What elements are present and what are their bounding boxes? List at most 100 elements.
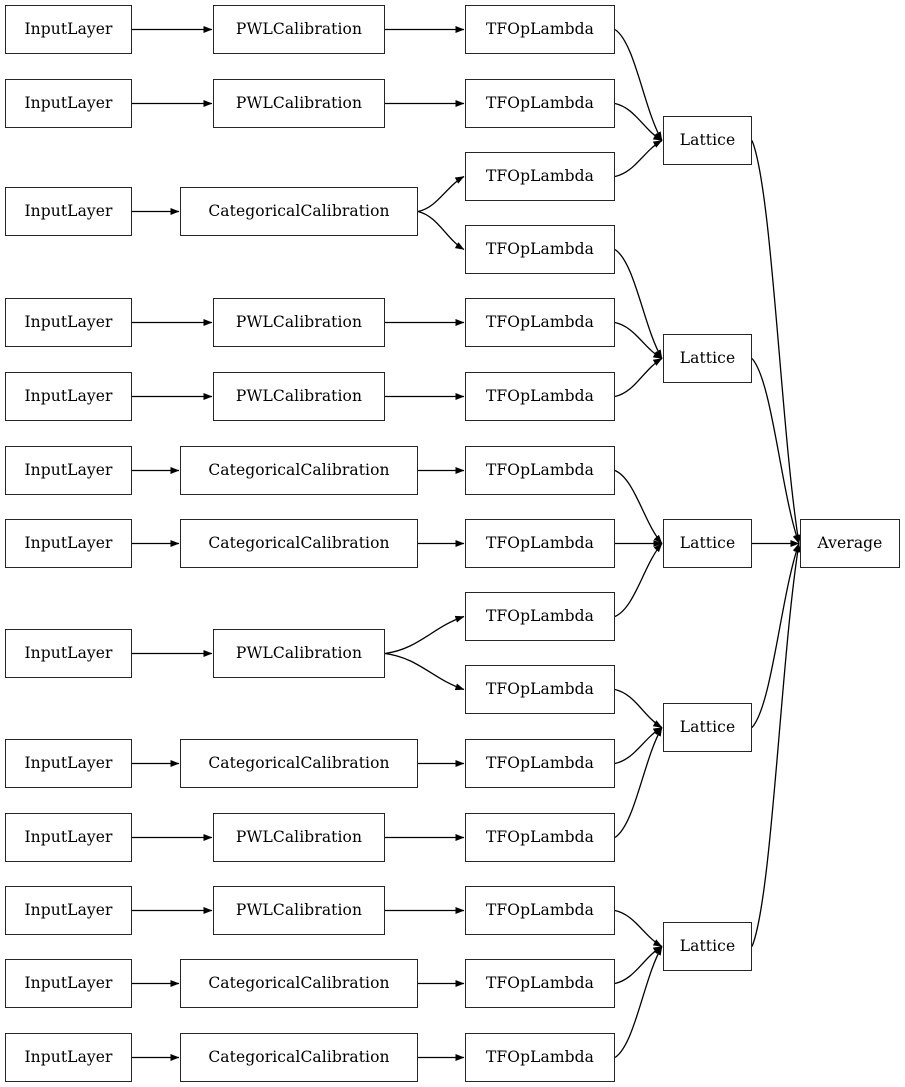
node-cal3[interactable]: CategoricalCalibration [180, 187, 418, 236]
node-cal5[interactable]: PWLCalibration [213, 372, 385, 421]
node-in3[interactable]: InputLayer [5, 187, 132, 236]
edge-op6-to-lat2 [614, 357, 663, 398]
edge-lat4-to-avg [751, 543, 800, 728]
node-label-lat4: Lattice [679, 717, 736, 736]
edge-op5-to-lat2 [614, 321, 663, 360]
node-label-op3: TFOpLambda [485, 166, 595, 185]
node-label-op1: TFOpLambda [485, 19, 595, 38]
node-cal11[interactable]: PWLCalibration [213, 886, 385, 935]
node-in11[interactable]: InputLayer [5, 886, 132, 935]
node-cal1[interactable]: PWLCalibration [213, 5, 385, 54]
node-lat4[interactable]: Lattice [663, 703, 752, 752]
node-cal8[interactable]: PWLCalibration [213, 629, 385, 678]
node-op10[interactable]: TFOpLambda [465, 665, 615, 714]
node-op4[interactable]: TFOpLambda [465, 225, 615, 274]
node-label-cal8: PWLCalibration [235, 643, 363, 662]
edge-cal3-to-op4 [417, 210, 465, 251]
node-label-op9: TFOpLambda [485, 606, 595, 625]
node-label-in8: InputLayer [24, 643, 113, 662]
node-label-op8: TFOpLambda [485, 533, 595, 552]
node-label-cal2: PWLCalibration [235, 93, 363, 112]
edge-lat2-to-avg [751, 358, 800, 544]
node-lat5[interactable]: Lattice [663, 922, 752, 971]
node-label-lat2: Lattice [679, 348, 736, 367]
node-cal7[interactable]: CategoricalCalibration [180, 519, 418, 568]
edge-cal3-to-op3 [417, 175, 465, 213]
node-in12[interactable]: InputLayer [5, 959, 132, 1008]
node-label-cal13: CategoricalCalibration [208, 1047, 390, 1066]
edge-op1-to-lat1 [614, 28, 663, 141]
node-op6[interactable]: TFOpLambda [465, 372, 615, 421]
node-op9[interactable]: TFOpLambda [465, 592, 615, 641]
edge-op7-to-lat3 [614, 469, 663, 544]
node-label-op11: TFOpLambda [485, 753, 595, 772]
node-lat2[interactable]: Lattice [663, 334, 752, 383]
edge-op4-to-lat2 [614, 248, 663, 359]
node-label-in9: InputLayer [24, 753, 113, 772]
node-in10[interactable]: InputLayer [5, 813, 132, 862]
node-op5[interactable]: TFOpLambda [465, 298, 615, 347]
edge-cal8-to-op10 [384, 652, 465, 691]
node-op3[interactable]: TFOpLambda [465, 152, 615, 201]
node-label-cal9: CategoricalCalibration [208, 753, 390, 772]
node-op8[interactable]: TFOpLambda [465, 519, 615, 568]
edge-op12-to-lat4 [614, 727, 663, 839]
node-cal6[interactable]: CategoricalCalibration [180, 446, 418, 495]
node-op2[interactable]: TFOpLambda [465, 79, 615, 128]
node-label-cal10: PWLCalibration [235, 827, 363, 846]
node-lat3[interactable]: Lattice [663, 519, 752, 568]
node-label-lat3: Lattice [679, 533, 736, 552]
node-in8[interactable]: InputLayer [5, 629, 132, 678]
node-cal10[interactable]: PWLCalibration [213, 813, 385, 862]
edge-op14-to-lat5 [614, 945, 663, 985]
edge-lat1-to-avg [751, 140, 802, 544]
edge-op9-to-lat3 [614, 543, 663, 618]
node-label-op10: TFOpLambda [485, 679, 595, 698]
node-label-cal12: CategoricalCalibration [208, 973, 390, 992]
node-in7[interactable]: InputLayer [5, 519, 132, 568]
node-label-cal6: CategoricalCalibration [208, 460, 390, 479]
node-op11[interactable]: TFOpLambda [465, 739, 615, 788]
node-label-op4: TFOpLambda [485, 239, 595, 258]
node-op12[interactable]: TFOpLambda [465, 813, 615, 862]
node-label-op14: TFOpLambda [485, 973, 595, 992]
node-cal2[interactable]: PWLCalibration [213, 79, 385, 128]
node-in2[interactable]: InputLayer [5, 79, 132, 128]
node-label-op6: TFOpLambda [485, 386, 595, 405]
node-cal13[interactable]: CategoricalCalibration [180, 1033, 418, 1082]
node-in1[interactable]: InputLayer [5, 5, 132, 54]
node-lat1[interactable]: Lattice [663, 116, 752, 165]
node-label-lat1: Lattice [679, 130, 736, 149]
node-label-cal7: CategoricalCalibration [208, 533, 390, 552]
node-op14[interactable]: TFOpLambda [465, 959, 615, 1008]
edge-op15-to-lat5 [614, 946, 663, 1059]
node-label-in6: InputLayer [24, 460, 113, 479]
node-label-cal11: PWLCalibration [235, 900, 363, 919]
node-label-avg: Average [817, 533, 883, 552]
node-label-op15: TFOpLambda [485, 1047, 595, 1066]
node-label-cal4: PWLCalibration [235, 312, 363, 331]
node-in13[interactable]: InputLayer [5, 1033, 132, 1082]
node-label-in4: InputLayer [24, 312, 113, 331]
edge-lat5-to-avg [751, 543, 802, 947]
node-op1[interactable]: TFOpLambda [465, 5, 615, 54]
node-label-in3: InputLayer [24, 201, 113, 220]
node-label-cal1: PWLCalibration [235, 19, 363, 38]
node-label-lat5: Lattice [679, 936, 736, 955]
node-label-op7: TFOpLambda [485, 460, 595, 479]
node-label-op5: TFOpLambda [485, 312, 595, 331]
node-in5[interactable]: InputLayer [5, 372, 132, 421]
node-in9[interactable]: InputLayer [5, 739, 132, 788]
node-op13[interactable]: TFOpLambda [465, 886, 615, 935]
node-op7[interactable]: TFOpLambda [465, 446, 615, 495]
node-label-in5: InputLayer [24, 386, 113, 405]
node-cal9[interactable]: CategoricalCalibration [180, 739, 418, 788]
node-in4[interactable]: InputLayer [5, 298, 132, 347]
node-in6[interactable]: InputLayer [5, 446, 132, 495]
node-op15[interactable]: TFOpLambda [465, 1033, 615, 1082]
node-avg[interactable]: Average [800, 519, 900, 568]
node-cal4[interactable]: PWLCalibration [213, 298, 385, 347]
node-label-in10: InputLayer [24, 827, 113, 846]
node-cal12[interactable]: CategoricalCalibration [180, 959, 418, 1008]
